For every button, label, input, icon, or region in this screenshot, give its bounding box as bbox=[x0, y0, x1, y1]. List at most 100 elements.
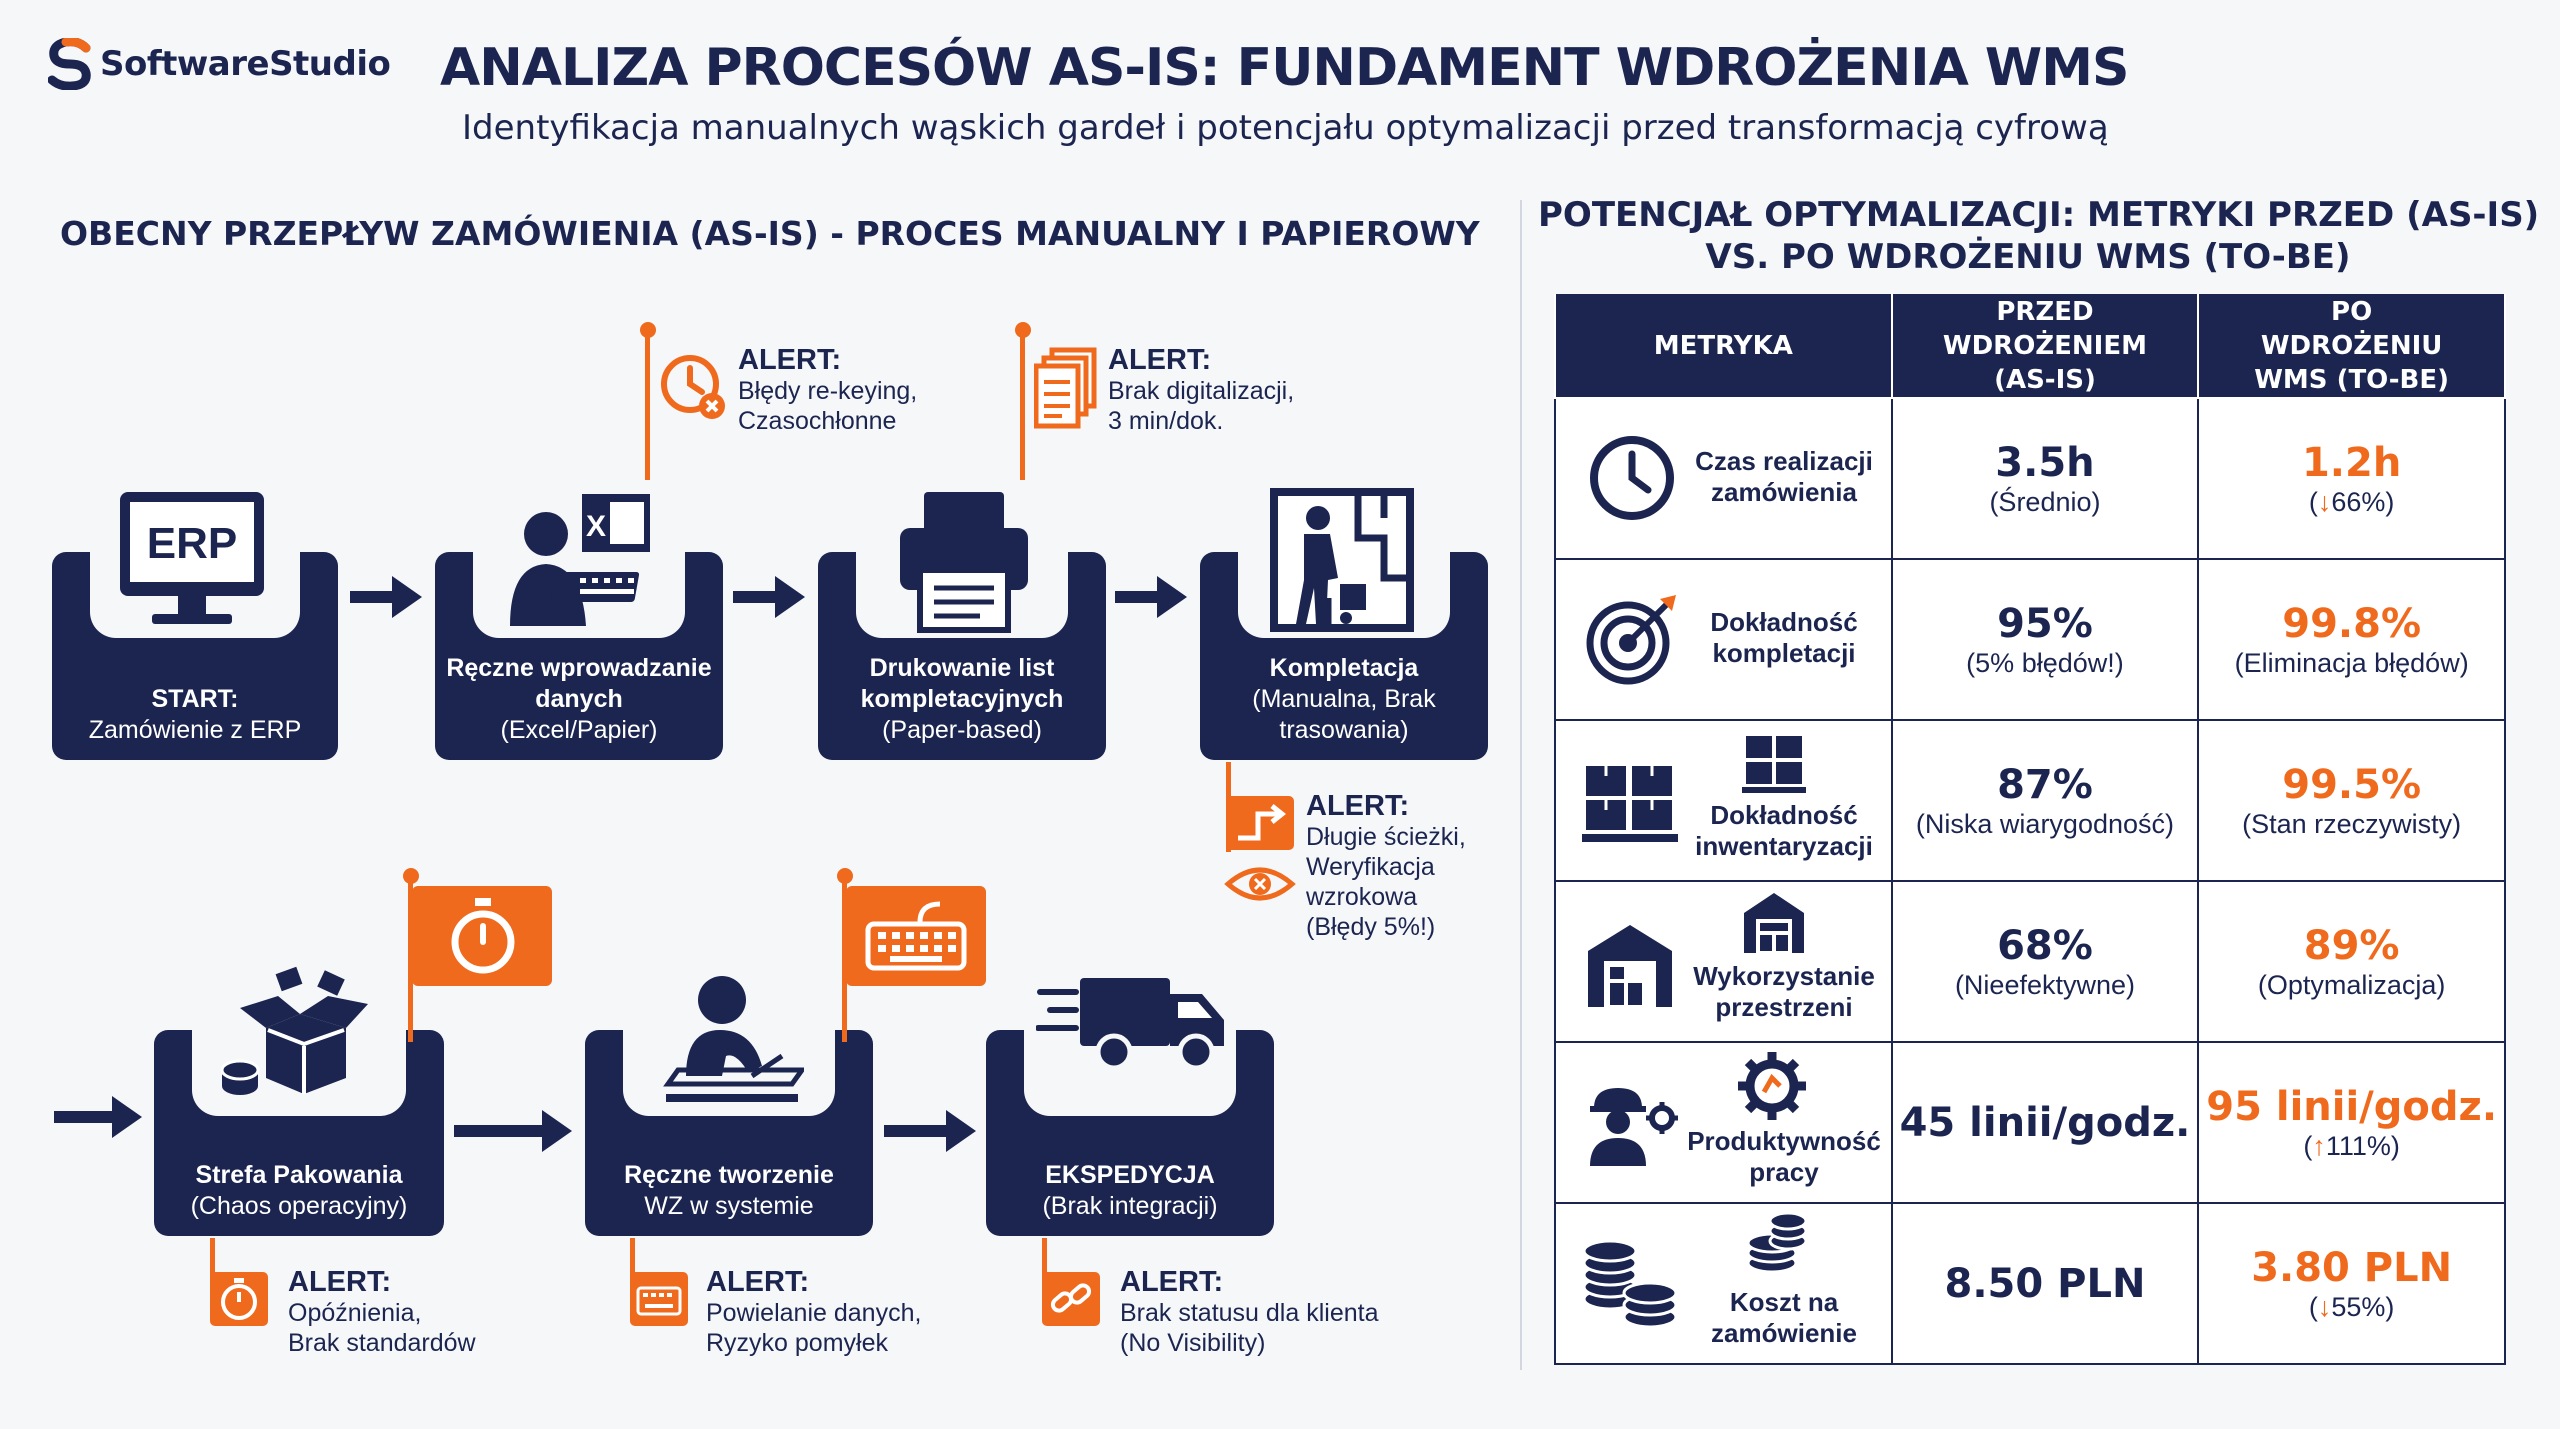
page-title: ANALIZA PROCESÓW AS-IS: FUNDAMENT WDROŻE… bbox=[440, 38, 2129, 98]
alert-pin-line bbox=[842, 876, 847, 1042]
route-icon bbox=[1226, 796, 1294, 850]
metric-label: Czas realizacji zamówienia bbox=[1695, 446, 1873, 507]
before-value: 68% bbox=[1997, 922, 2093, 969]
arrow-down-icon: ↓ bbox=[2317, 1291, 2332, 1322]
flow-arrow bbox=[733, 576, 805, 618]
before-value: 95% bbox=[1997, 600, 2093, 647]
clock-error-icon bbox=[661, 355, 725, 419]
alert-line: (Błędy 5%!) bbox=[1306, 913, 1436, 941]
alert-title: ALERT: bbox=[1108, 344, 1212, 376]
alert-flag bbox=[412, 886, 552, 986]
step-desc: (Brak integracji) bbox=[1042, 1192, 1218, 1220]
step-desc: Zamówienie z ERP bbox=[88, 716, 302, 744]
alert-title: ALERT: bbox=[1120, 1266, 1224, 1298]
after-change: 55% bbox=[2331, 1291, 2386, 1322]
step-title: EKSPEDYCJA bbox=[1045, 1161, 1215, 1189]
metric-label: Koszt na zamówienie bbox=[1711, 1287, 1857, 1348]
flow-arrow bbox=[454, 1110, 572, 1152]
warehouse-picker-icon bbox=[1270, 488, 1414, 632]
alert-line: Czasochłonne bbox=[738, 407, 897, 435]
step-desc: (Excel/Papier) bbox=[500, 716, 658, 744]
before-note: (Nieefektywne) bbox=[1954, 969, 2135, 1000]
alert-line: Brak statusu dla klienta bbox=[1120, 1299, 1379, 1327]
alert-manual-entry: ALERT: Błędy re-keying, Czasochłonne bbox=[738, 344, 917, 436]
header-before: PRZED WDROŻENIEM (AS-IS) bbox=[1890, 294, 2200, 399]
alert-line: Brak digitalizacji, bbox=[1108, 377, 1295, 405]
after-value: 95 linii/godz. bbox=[2206, 1083, 2498, 1130]
before-note: (Niska wiarygodność) bbox=[1915, 808, 2175, 839]
step-desc: (Manualna, Brak trasowania) bbox=[1252, 685, 1436, 744]
printer-icon bbox=[900, 492, 1028, 633]
eye-error-icon bbox=[1224, 867, 1296, 901]
after-value: 99.8% bbox=[2282, 600, 2422, 647]
after-note: (Eliminacja błędów) bbox=[2234, 647, 2469, 678]
table-row: Koszt na zamówienie 8.50 PLN 3.80 PLN(↓5… bbox=[1554, 1202, 2506, 1365]
company-logo: SoftwareStudio bbox=[48, 36, 391, 92]
alert-line: Długie ścieżki, bbox=[1306, 823, 1466, 851]
header-metric: METRYKA bbox=[1554, 294, 1893, 399]
alert-wz-creation: ALERT: Powielanie danych, Ryzyko pomyłek bbox=[706, 1266, 921, 1358]
step-desc: (Chaos operacyjny) bbox=[190, 1192, 408, 1220]
stopwatch-icon bbox=[210, 1272, 268, 1326]
after-value: 89% bbox=[2303, 922, 2400, 969]
alert-title: ALERT: bbox=[738, 344, 842, 376]
metrics-title-line: POTENCJAŁ OPTYMALIZACJI: METRYKI PRZED (… bbox=[1538, 195, 2540, 235]
clock-icon bbox=[1590, 436, 1674, 520]
coins-icon bbox=[1582, 1239, 1678, 1329]
warehouse-small-icon bbox=[1744, 893, 1804, 953]
alert-packing: ALERT: Opóźnienia, Brak standardów bbox=[288, 1266, 476, 1358]
section-divider bbox=[1520, 200, 1522, 1370]
person-writing-icon bbox=[663, 976, 804, 1102]
before-value: 3.5h bbox=[1995, 439, 2095, 486]
before-value: 8.50 PLN bbox=[1944, 1260, 2146, 1307]
target-icon bbox=[1586, 595, 1676, 685]
page-subtitle: Identyfikacja manualnych wąskich gardeł … bbox=[462, 108, 2109, 148]
open-boxes-icon bbox=[220, 966, 368, 1095]
pallet-stack-icon bbox=[1742, 736, 1806, 793]
person-excel-keyboard-icon: X bbox=[510, 494, 650, 626]
before-value: 45 linii/godz. bbox=[1899, 1099, 2191, 1146]
alert-pin-line bbox=[210, 1238, 215, 1278]
metrics-title-line: VS. PO WDROŻENIU WMS (TO-BE) bbox=[1705, 237, 2351, 277]
before-note: (Średnio) bbox=[1989, 486, 2101, 517]
alert-line: (No Visibility) bbox=[1120, 1329, 1266, 1357]
after-value: 1.2h bbox=[2301, 439, 2402, 486]
coin-stack-icon bbox=[1746, 1211, 1808, 1274]
step-title: Drukowanie list kompletacyjnych bbox=[860, 654, 1064, 713]
after-change: 66% bbox=[2331, 486, 2386, 517]
process-section-title: OBECNY PRZEPŁYW ZAMÓWIENIA (AS-IS) - PRO… bbox=[60, 214, 1480, 253]
alert-line: Weryfikacja bbox=[1306, 853, 1435, 881]
alert-flag bbox=[846, 886, 986, 986]
alert-title: ALERT: bbox=[706, 1266, 810, 1298]
flow-arrow bbox=[350, 576, 422, 618]
after-value: 3.80 PLN bbox=[2251, 1244, 2453, 1291]
metric-label: Dokładność kompletacji bbox=[1710, 607, 1858, 668]
after-value: 99.5% bbox=[2282, 761, 2422, 808]
before-value: 87% bbox=[1997, 761, 2093, 808]
before-note: (5% błędów!) bbox=[1966, 647, 2124, 678]
after-note: (Optymalizacja) bbox=[2257, 969, 2446, 1000]
broken-link-icon bbox=[1042, 1272, 1100, 1326]
table-row: Produktywność pracy 45 linii/godz. 95 li… bbox=[1554, 1041, 2506, 1204]
alert-line: Opóźnienia, bbox=[288, 1299, 422, 1327]
alert-line: 3 min/dok. bbox=[1108, 407, 1224, 435]
step-title: Kompletacja bbox=[1269, 654, 1419, 682]
arrow-up-icon: ↑ bbox=[2312, 1130, 2326, 1161]
erp-label: ERP bbox=[147, 519, 237, 568]
alert-title: ALERT: bbox=[1306, 790, 1410, 822]
process-step-printing: Drukowanie list kompletacyjnych (Paper-ba… bbox=[818, 552, 1106, 760]
after-change: 111% bbox=[2325, 1130, 2391, 1161]
alert-pin-line bbox=[1042, 1238, 1047, 1278]
metric-label: Produktywność pracy bbox=[1687, 1126, 1881, 1187]
table-row: Czas realizacji zamówienia 3.5h(Średnio)… bbox=[1554, 397, 2506, 560]
alert-line: Błędy re-keying, bbox=[738, 377, 918, 405]
table-row: Wykorzystanie przestrzeni 68%(Nieefektyw… bbox=[1554, 880, 2506, 1043]
step-desc: (Paper-based) bbox=[882, 716, 1042, 744]
alert-printing: ALERT: Brak digitalizacji, 3 min/dok. bbox=[1108, 344, 1294, 436]
metric-label: Wykorzystanie przestrzeni bbox=[1693, 961, 1875, 1022]
table-row: Dokładność kompletacji 95%(5% błędów!) 9… bbox=[1554, 558, 2506, 721]
arrow-down-icon: ↓ bbox=[2317, 486, 2332, 517]
alert-line: Brak standardów bbox=[288, 1329, 476, 1357]
stopwatch-icon bbox=[451, 898, 515, 974]
metrics-table: METRYKA PRZED WDROŻENIEM (AS-IS) PO WDRO… bbox=[1554, 294, 2506, 1365]
